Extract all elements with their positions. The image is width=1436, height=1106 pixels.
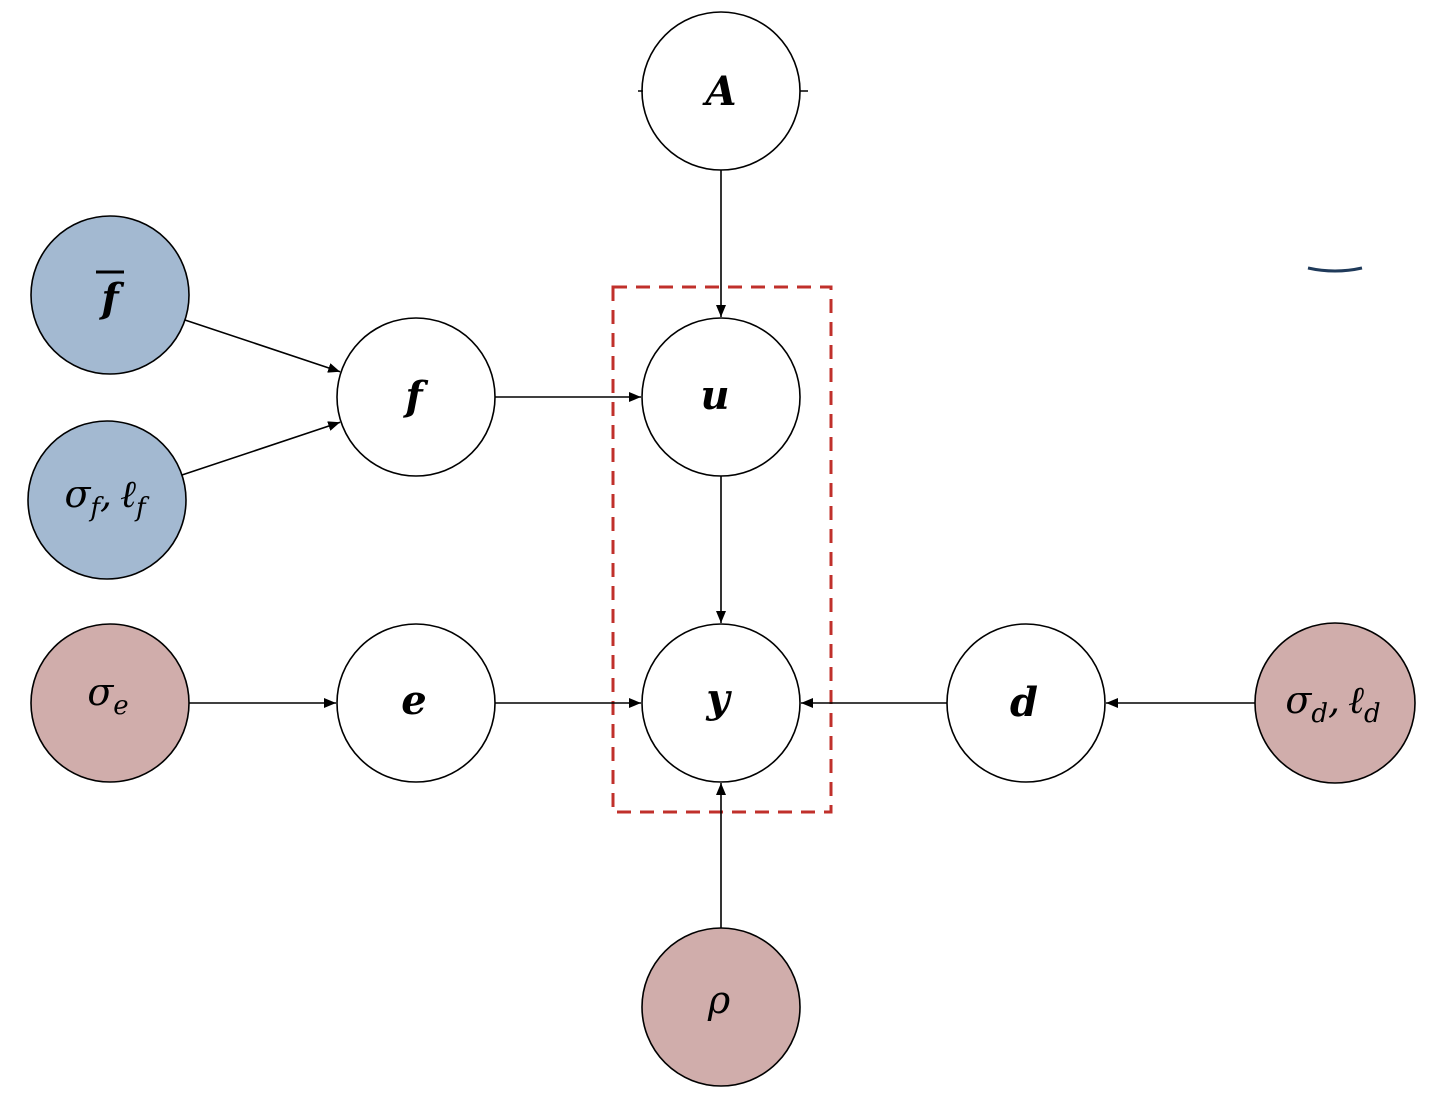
node-sigma-ell-f-label: σf,ℓf	[64, 472, 150, 523]
node-sigma-ell-d[interactable]: σd,ℓd	[1254, 622, 1416, 784]
node-rho[interactable]: ρ	[641, 927, 801, 1087]
node-sigma-e[interactable]: σe	[30, 623, 190, 783]
node-A[interactable]: A	[641, 11, 801, 171]
node-d-label: d	[1010, 679, 1038, 726]
partial-arc-artifact	[1307, 266, 1363, 273]
node-u-label: u	[700, 372, 729, 419]
node-A-label: A	[701, 68, 736, 115]
node-u[interactable]: u	[641, 317, 801, 477]
node-y-label: y	[705, 675, 732, 722]
node-d[interactable]: d	[946, 623, 1106, 783]
node-e[interactable]: e	[336, 623, 496, 783]
node-e-label: e	[401, 677, 426, 724]
node-sigma-ell-f[interactable]: σf,ℓf	[27, 420, 187, 580]
edge-sigma_l_f-to-f	[181, 421, 341, 476]
plate-dashed-box	[611, 285, 833, 814]
node-sigma-ell-d-label: σd,ℓd	[1285, 678, 1380, 729]
edge-fbar-to-f	[184, 319, 341, 373]
edges	[181, 170, 1255, 928]
node-sigma-e-label: σe	[87, 670, 128, 721]
node-fbar[interactable]: f	[30, 215, 190, 375]
node-rho-label: ρ	[707, 978, 731, 1022]
node-f[interactable]: f	[336, 317, 496, 477]
node-y[interactable]: y	[641, 623, 801, 783]
